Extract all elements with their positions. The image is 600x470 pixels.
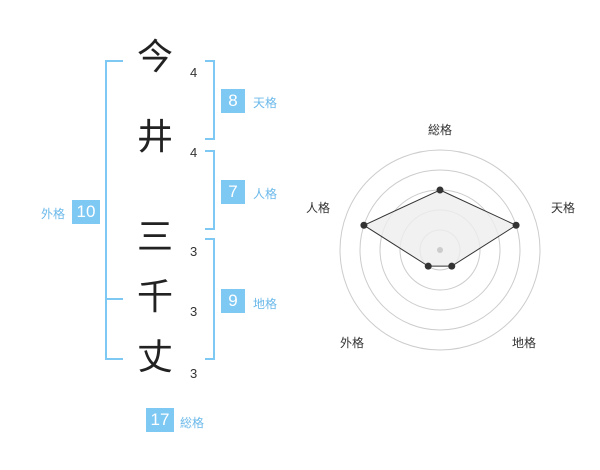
stroke-count-3: 3 xyxy=(190,244,198,259)
stroke-count-2: 4 xyxy=(190,145,198,160)
radar-point-2 xyxy=(512,221,520,229)
name-char-5: 丈 xyxy=(136,337,173,378)
stroke-count-4: 3 xyxy=(190,304,198,319)
radar-point-5 xyxy=(360,221,368,229)
radar-axis-label-chikaku: 地格 xyxy=(512,336,537,350)
gaikaku-bracket xyxy=(105,60,123,360)
fortune-radar-chart xyxy=(339,149,541,351)
gaikaku-bracket-divider xyxy=(105,298,123,300)
radar-point-3 xyxy=(448,262,456,270)
name-char-2: 井 xyxy=(136,117,173,158)
jinkaku-value-badge: 7 xyxy=(221,180,245,204)
radar-point-4 xyxy=(424,262,432,270)
name-char-1: 今 xyxy=(136,37,173,78)
radar-score-polygon xyxy=(362,189,518,267)
radar-ring xyxy=(359,169,521,331)
chikaku-label: 地格 xyxy=(253,297,278,311)
chikaku-bracket xyxy=(205,238,215,360)
gaikaku-label: 外格 xyxy=(41,207,66,221)
jinkaku-label: 人格 xyxy=(253,187,278,201)
name-char-4: 千 xyxy=(136,277,173,318)
radar-center-dot xyxy=(437,247,443,253)
stroke-count-1: 4 xyxy=(190,65,198,80)
gaikaku-value-badge: 10 xyxy=(72,200,100,224)
name-char-3: 三 xyxy=(136,217,173,258)
soukaku-label: 総格 xyxy=(180,416,205,430)
jinkaku-bracket xyxy=(205,150,215,230)
chikaku-value-badge: 9 xyxy=(221,289,245,313)
radar-point-1 xyxy=(436,186,444,194)
tenkaku-bracket xyxy=(205,60,215,140)
radar-axis-label-gaikaku: 外格 xyxy=(340,336,365,350)
radar-axis-label-tenkaku: 天格 xyxy=(551,201,576,215)
stroke-count-5: 3 xyxy=(190,366,198,381)
radar-axis-label-soukaku: 総格 xyxy=(428,123,453,137)
tenkaku-label: 天格 xyxy=(253,96,278,110)
radar-axis-label-jinkaku: 人格 xyxy=(306,201,331,215)
radar-ring xyxy=(339,149,541,351)
soukaku-value-badge: 17 xyxy=(146,408,174,432)
tenkaku-value-badge: 8 xyxy=(221,89,245,113)
